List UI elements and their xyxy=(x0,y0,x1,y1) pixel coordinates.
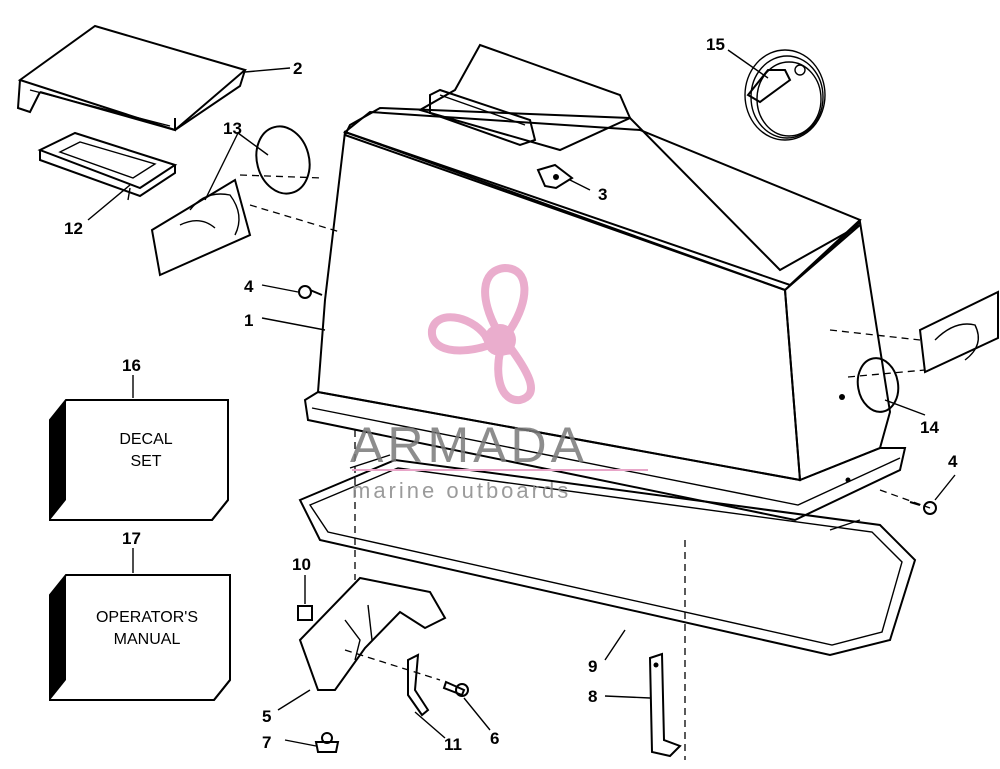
callout-3: 3 xyxy=(598,185,607,204)
watermark-brand: ARMADA xyxy=(350,417,588,473)
part-1-engine-cover xyxy=(303,43,907,522)
part-6-screw xyxy=(442,680,469,697)
callout-8: 8 xyxy=(588,687,597,706)
callout-6: 6 xyxy=(490,729,499,748)
part-10-nut xyxy=(297,605,313,621)
callout-7: 7 xyxy=(262,733,271,752)
callout-15: 15 xyxy=(706,35,725,54)
callout-17: 17 xyxy=(122,529,141,548)
propeller-logo xyxy=(428,263,535,404)
callout-5: 5 xyxy=(262,707,271,726)
part-4-screw-right xyxy=(909,501,937,515)
alignment-line xyxy=(344,649,441,681)
part-2-cover-lid xyxy=(16,24,248,132)
part-5-mount-bracket xyxy=(298,576,447,691)
callout-10: 10 xyxy=(292,555,311,574)
callout-2: 2 xyxy=(293,59,302,78)
part-3-latch xyxy=(536,163,574,190)
armada-watermark: ARMADA marine outboards xyxy=(350,263,648,503)
part-17-operators-manual-box: OPERATOR'S MANUAL xyxy=(49,574,231,701)
decal-box-line1: DECAL xyxy=(119,431,172,448)
manual-box-line2: MANUAL xyxy=(114,631,181,648)
part-7-grommet xyxy=(314,732,340,753)
callout-16: 16 xyxy=(122,356,141,375)
callout-4-left: 4 xyxy=(244,277,254,296)
part-4-screw-left xyxy=(298,285,323,299)
manual-box-line1: OPERATOR'S xyxy=(96,609,198,626)
callout-1: 1 xyxy=(244,311,253,330)
part-15-wire-harness xyxy=(744,49,826,141)
part-11-clip xyxy=(407,653,430,717)
callout-4-right: 4 xyxy=(948,452,958,471)
callout-12: 12 xyxy=(64,219,83,238)
part-12-intake-grille xyxy=(37,131,178,201)
part-16-decal-set-box: DECAL SET xyxy=(49,399,229,521)
alignment-line xyxy=(879,489,931,509)
decal-box-line2: SET xyxy=(130,453,161,470)
callout-11: 11 xyxy=(444,735,462,754)
callout-13: 13 xyxy=(223,119,242,138)
part-8-bracket xyxy=(648,652,682,758)
part-13-decal xyxy=(150,125,341,277)
callout-14: 14 xyxy=(920,418,939,437)
callout-9: 9 xyxy=(588,657,597,676)
leader-lines xyxy=(87,49,956,747)
part-14-side-decal xyxy=(829,290,999,413)
watermark-tagline: marine outboards xyxy=(352,478,571,503)
